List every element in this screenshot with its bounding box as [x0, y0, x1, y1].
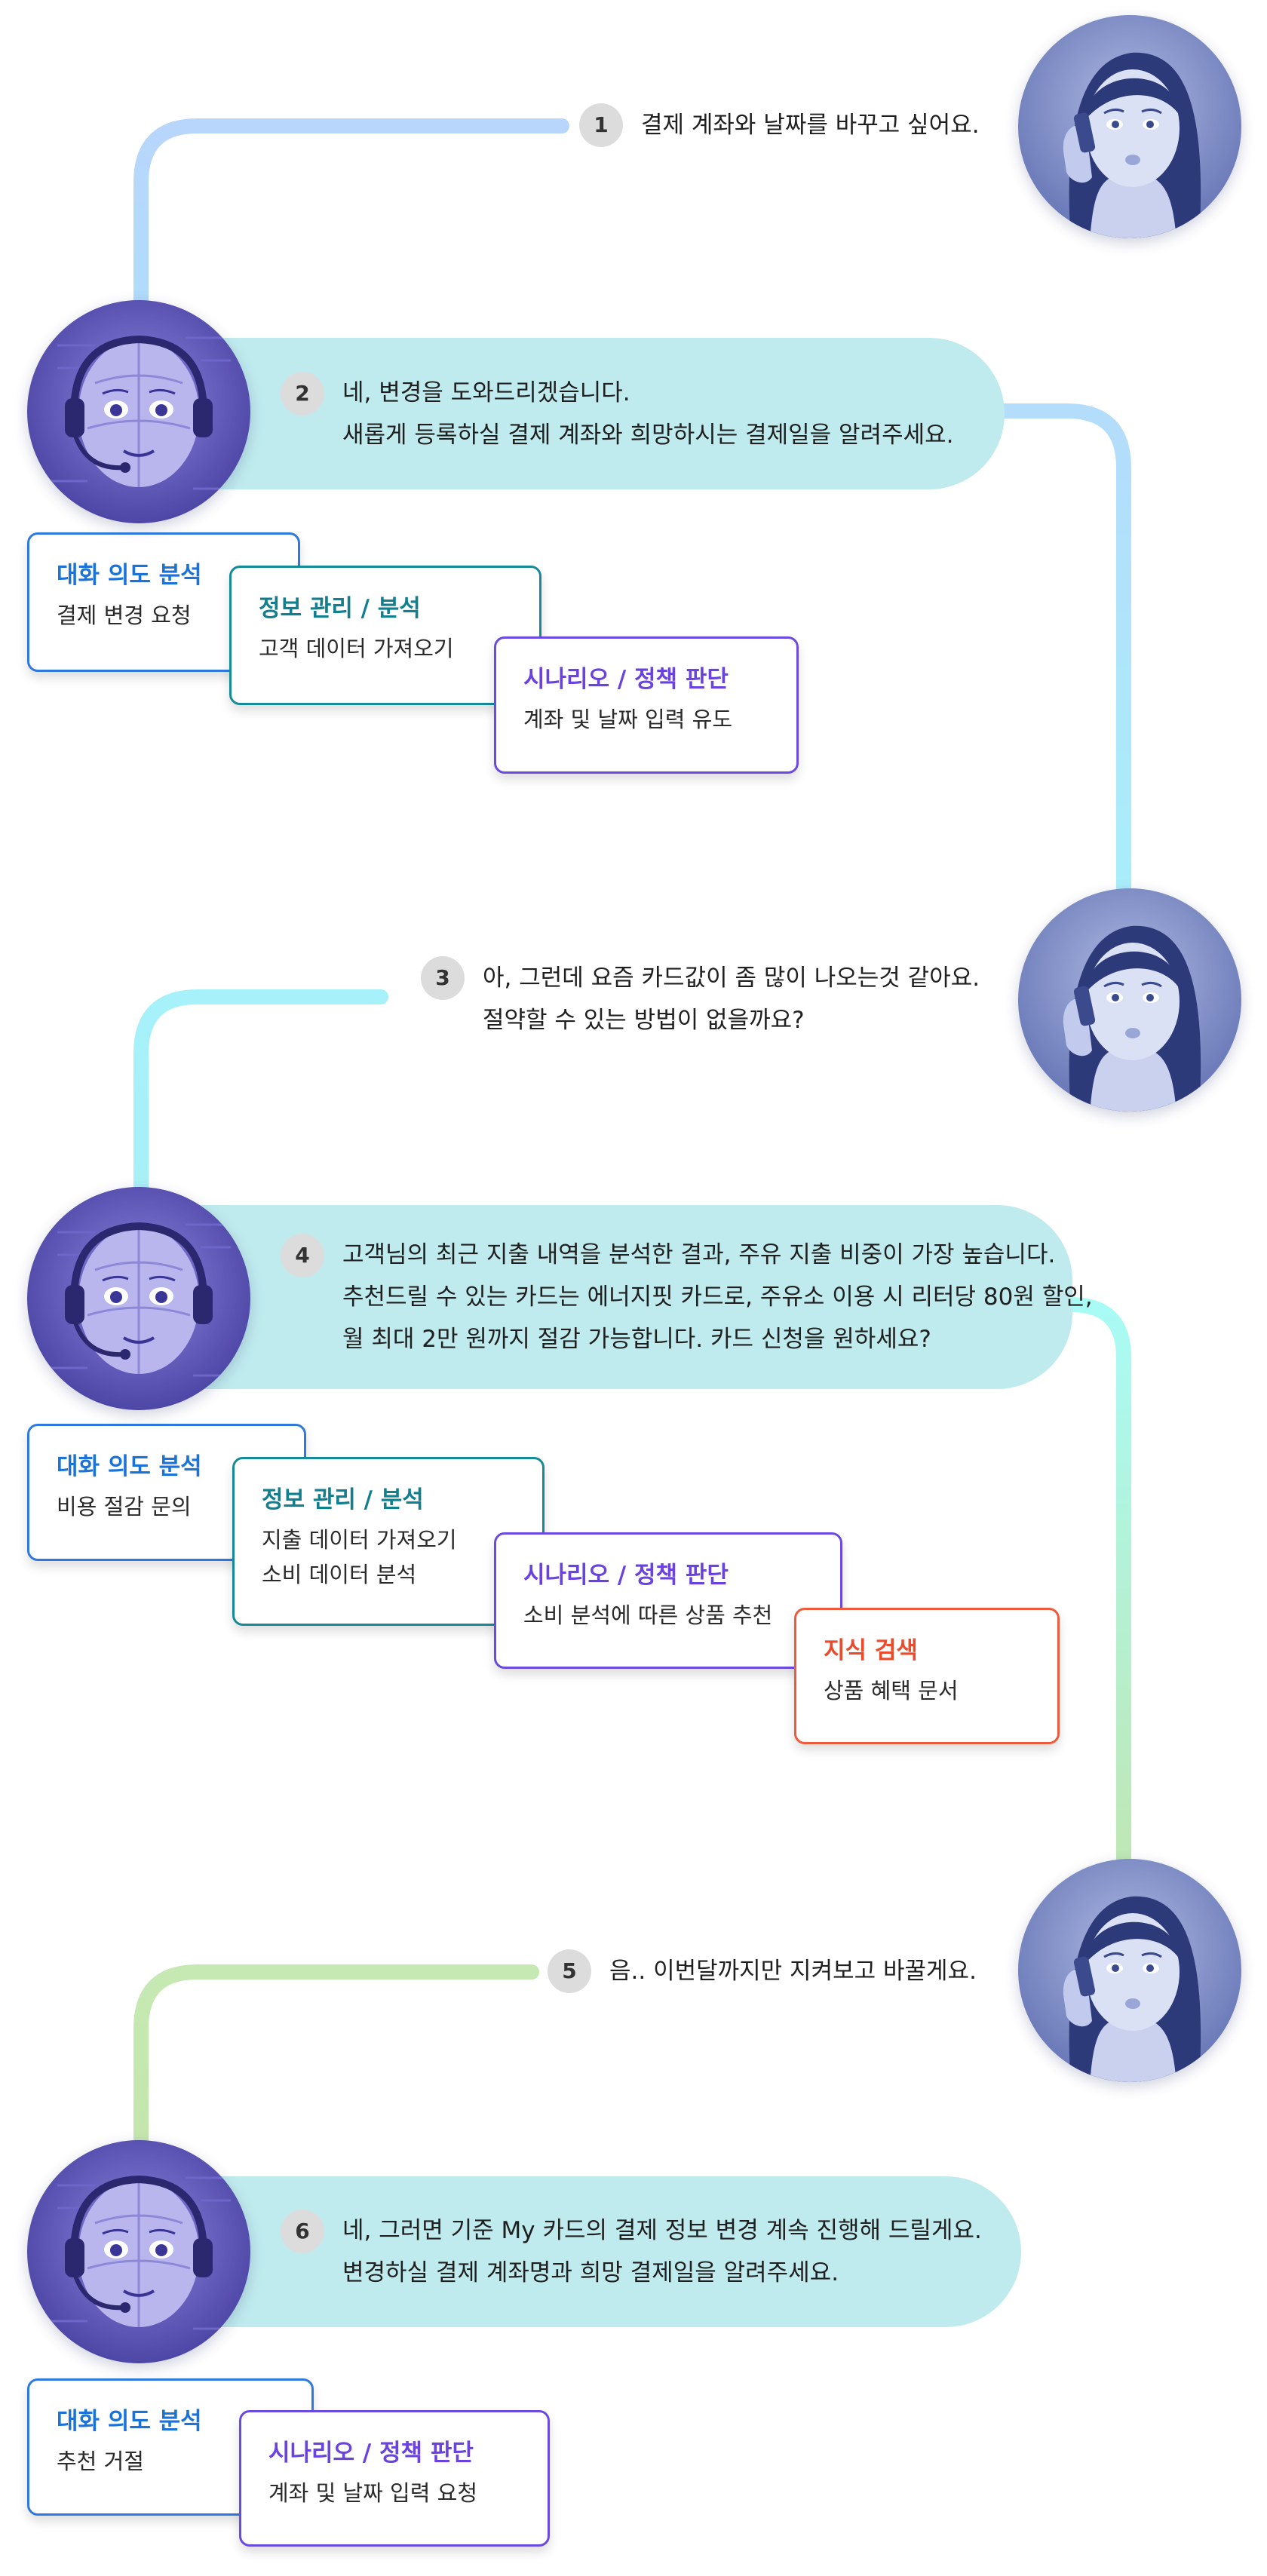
step-number: 1	[579, 103, 623, 147]
card-desc: 지출 데이터 가져오기	[262, 1527, 457, 1553]
agent-message-4: 4 고객님의 최근 지출 내역을 분석한 결과, 주유 지출 비중이 가장 높습…	[140, 1205, 1093, 1389]
robot-headset-avatar	[27, 300, 250, 523]
card-title: 시나리오 / 정책 판단	[523, 1562, 729, 1589]
card-title: 시나리오 / 정책 판단	[268, 2440, 474, 2467]
card-title: 대화 의도 분석	[57, 2408, 202, 2435]
scenario-policy-card: 시나리오 / 정책 판단 소비 분석에 따른 상품 추천	[494, 1532, 842, 1669]
card-desc: 소비 분석에 따른 상품 추천	[523, 1602, 773, 1628]
scenario-policy-card: 시나리오 / 정책 판단 계좌 및 날짜 입력 유도	[494, 636, 799, 774]
card-title: 정보 관리 / 분석	[262, 1486, 424, 1513]
message-line: 결제 계좌와 날짜를 바꾸고 싶어요.	[641, 112, 980, 139]
message-line: 절약할 수 있는 방법이 없을까요?	[483, 1007, 805, 1034]
connector-4-5	[1063, 1297, 1131, 1874]
message-line: 고객님의 최근 지출 내역을 분석한 결과, 주유 지출 비중이 가장 높습니다…	[342, 1241, 1056, 1268]
step-number: 2	[281, 371, 324, 416]
card-desc: 계좌 및 날짜 입력 요청	[268, 2480, 477, 2506]
step-number: 6	[281, 2210, 324, 2253]
connector-1-2	[133, 118, 569, 317]
info-analysis-card: 정보 관리 / 분석 고객 데이터 가져오기	[229, 566, 541, 705]
message-line: 월 최대 2만 원까지 절감 가능합니다. 카드 신청을 원하세요?	[342, 1326, 931, 1353]
card-desc: 비용 절감 문의	[57, 1494, 192, 1520]
step-number: 4	[281, 1234, 324, 1277]
knowledge-search-card: 지식 검색 상품 혜택 문서	[794, 1608, 1060, 1744]
message-line: 추천드릴 수 있는 카드는 에너지핏 카드로, 주유소 이용 시 리터당 80원…	[342, 1283, 1093, 1311]
customer-message-3: 3 아, 그런데 요즘 카드값이 좀 많이 나오는것 같아요. 절약할 수 있는…	[421, 956, 980, 1041]
customer-message-1: 1 결제 계좌와 날짜를 바꾸고 싶어요.	[579, 103, 980, 147]
message-line: 아, 그런데 요즘 카드값이 좀 많이 나오는것 같아요.	[483, 964, 980, 992]
robot-headset-avatar	[27, 2140, 250, 2363]
step-number: 3	[421, 956, 465, 1000]
info-analysis-card: 정보 관리 / 분석 지출 데이터 가져오기 소비 데이터 분석	[232, 1457, 545, 1626]
card-desc: 추천 거절	[57, 2449, 144, 2474]
card-desc: 결제 변경 요청	[57, 603, 192, 628]
step-number: 5	[548, 1949, 591, 1993]
card-title: 대화 의도 분석	[57, 562, 202, 589]
woman-on-phone-avatar	[1018, 15, 1241, 238]
card-title: 정보 관리 / 분석	[259, 595, 421, 622]
card-desc: 상품 혜택 문서	[824, 1678, 959, 1704]
card-title: 대화 의도 분석	[57, 1453, 202, 1480]
customer-message-5: 5 음.. 이번달까지만 지켜보고 바꿀게요.	[548, 1949, 977, 1993]
card-desc: 고객 데이터 가져오기	[259, 636, 454, 661]
agent-message-6: 6 네, 그러면 기준 My 카드의 결제 정보 변경 계속 진행해 드릴게요.…	[140, 2176, 1021, 2327]
woman-on-phone-avatar	[1018, 888, 1241, 1112]
card-desc: 계좌 및 날짜 입력 유도	[523, 707, 732, 732]
card-desc: 소비 데이터 분석	[262, 1562, 417, 1587]
message-line: 네, 그러면 기준 My 카드의 결제 정보 변경 계속 진행해 드릴게요.	[342, 2217, 982, 2244]
message-line: 음.. 이번달까지만 지켜보고 바꿀게요.	[609, 1958, 977, 1985]
woman-on-phone-avatar	[1018, 1859, 1241, 2082]
card-title: 지식 검색	[824, 1637, 918, 1664]
card-title: 시나리오 / 정책 판단	[523, 666, 729, 693]
message-line: 새롭게 등록하실 결제 계좌와 희망하시는 결제일을 알려주세요.	[342, 421, 954, 449]
intent-analysis-card: 대화 의도 분석 결제 변경 요청	[27, 532, 300, 672]
connector-5-6	[133, 1964, 539, 2168]
message-line: 네, 변경을 도와드리겠습니다.	[342, 379, 630, 406]
message-line: 변경하실 결제 계좌명과 희망 결제일을 알려주세요.	[342, 2259, 839, 2286]
connector-2-3	[996, 403, 1131, 905]
scenario-policy-card: 시나리오 / 정책 판단 계좌 및 날짜 입력 요청	[239, 2410, 550, 2547]
robot-headset-avatar	[27, 1187, 250, 1410]
agent-message-2: 2 네, 변경을 도와드리겠습니다. 새롭게 등록하실 결제 계좌와 희망하시는…	[140, 338, 1005, 489]
connector-3-4	[133, 989, 388, 1207]
